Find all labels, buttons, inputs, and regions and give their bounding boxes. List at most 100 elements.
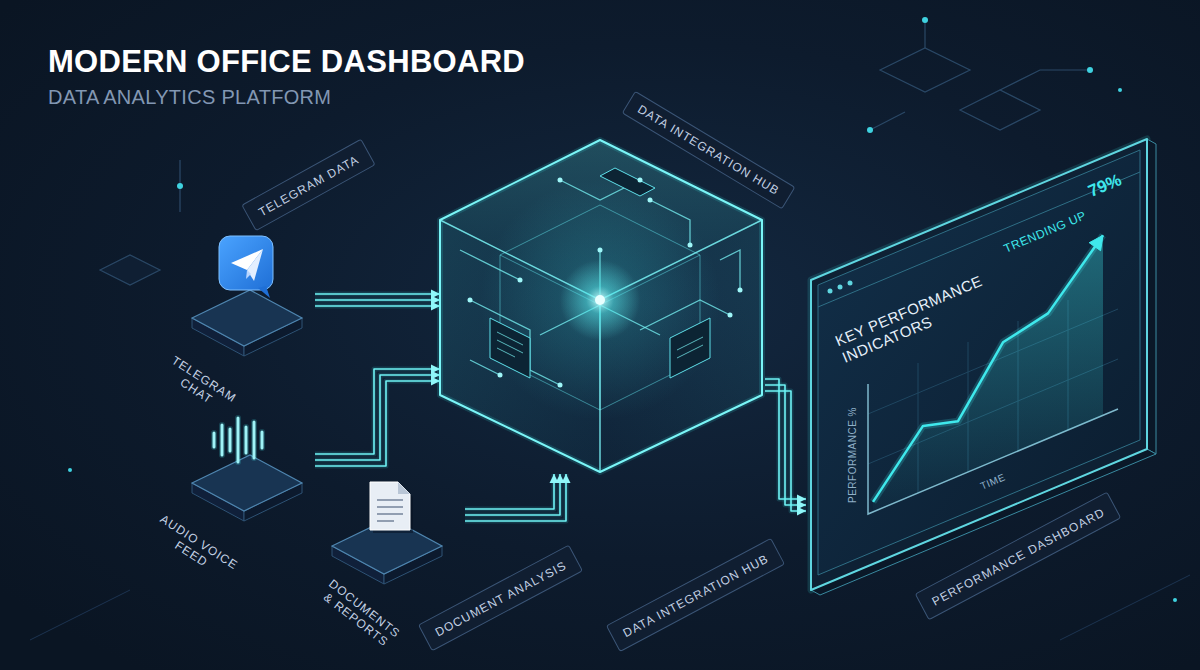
data-flow-connector (315, 290, 440, 311)
sound-wave-glow (227, 429, 233, 451)
connector-glow (765, 391, 806, 511)
monitor-depth (1147, 139, 1156, 454)
decor-dot (922, 17, 928, 23)
tag-text: TELEGRAM DATA (256, 152, 361, 219)
sound-wave-glow (235, 418, 241, 462)
connector-glow (315, 292, 440, 297)
node-label: TELEGRAM CHAT (159, 351, 242, 419)
circuit-dot (738, 288, 743, 293)
decor-dot (1173, 598, 1177, 602)
sound-wave-glow (219, 425, 225, 455)
connector-arrowhead (562, 474, 571, 483)
circuit-dot (688, 243, 693, 248)
circuit-dot (648, 198, 653, 203)
connector-arrowhead (797, 507, 806, 516)
document-line (377, 499, 403, 501)
connector-line (465, 474, 566, 521)
cube-outline-glow (440, 140, 762, 472)
cube-outline (440, 140, 762, 472)
floor-line (1060, 575, 1190, 640)
connector-line (765, 385, 806, 505)
decor-diamond (960, 90, 1040, 130)
circuit-trace (720, 250, 740, 290)
panel-line (497, 332, 523, 357)
node-label: DOCUMENTS & REPORTS (316, 575, 405, 653)
window-dot (848, 281, 853, 286)
document-fold (398, 482, 410, 494)
decor-trace (924, 20, 925, 48)
sound-wave-glow (211, 433, 217, 447)
data-flow-connector (765, 379, 806, 516)
sound-wave-bar (213, 433, 216, 447)
tag-label-box: DOCUMENT ANALYSIS (417, 545, 582, 652)
circuit-trace (460, 250, 520, 280)
core-point (595, 295, 605, 305)
integration-hub-cube: DATA INTEGRATION HUB (440, 138, 765, 474)
sound-wave-glow (251, 422, 257, 458)
connector-line (315, 305, 440, 307)
sound-wave-bar (245, 427, 248, 453)
window-dot (838, 285, 843, 290)
node-text: PERFORMANCE % (847, 407, 859, 503)
decor-dot (177, 183, 183, 189)
connector-line (315, 381, 440, 466)
connector-line (315, 375, 440, 460)
connector-glow (315, 298, 440, 303)
core-glow (560, 260, 640, 340)
window-dot (828, 289, 833, 294)
trend-line-glow (873, 235, 1103, 502)
decor-diamond (880, 48, 970, 92)
circuit-trace (470, 300, 560, 385)
decor-diamond (100, 255, 160, 285)
sound-wave-bar (221, 425, 224, 455)
decor-dot (1087, 67, 1093, 73)
tag-label-box: TELEGRAM DATA (241, 139, 375, 231)
paper-plane (247, 249, 263, 281)
connector-line (315, 299, 440, 301)
document-line (377, 506, 403, 508)
connector-line (465, 474, 554, 509)
paper-plane (246, 270, 251, 279)
connector-glow (465, 474, 566, 521)
circuit-trace (650, 200, 690, 245)
tag-text: DATA INTEGRATION HUB (620, 552, 770, 641)
audio-source: AUDIO VOICE FEED (150, 415, 315, 585)
circuit-dot (638, 178, 643, 183)
connector-line (465, 474, 560, 515)
data-flow-connector (465, 474, 571, 521)
telegram-icon (219, 236, 273, 290)
decor-trace (1000, 70, 1090, 90)
decor-dot (1118, 88, 1122, 92)
circuit-dot (518, 278, 523, 283)
sound-wave-glow (259, 432, 265, 448)
chart-area (873, 235, 1103, 512)
integration-hub-cube-art (440, 138, 765, 474)
trend-arrowhead (1089, 235, 1103, 250)
cube-panel (600, 168, 655, 196)
circuit-dot (598, 248, 603, 253)
circuit-dot (558, 383, 563, 388)
document-line (377, 513, 403, 515)
connector-glow (315, 304, 440, 309)
sound-wave-bar (237, 418, 240, 462)
circuit-dot (728, 313, 733, 318)
connector-line (315, 293, 440, 295)
trend-line (873, 235, 1103, 502)
tag-text: DOCUMENT ANALYSIS (432, 558, 568, 639)
sound-wave-glow (243, 427, 249, 453)
dashboard-monitor: KEY PERFORMANCE INDICATORS79%TRENDING UP… (806, 135, 1158, 605)
cube-panel (670, 318, 710, 378)
floor-line (30, 590, 130, 640)
platform-top (192, 455, 302, 511)
panel-line (677, 337, 703, 358)
connector-glow (315, 381, 440, 466)
connector-glow (465, 474, 560, 515)
circuit-dot (498, 373, 503, 378)
connector-glow (465, 474, 554, 509)
circuit-dot (558, 178, 563, 183)
decor-dot (867, 127, 873, 133)
chat-tail (258, 286, 270, 298)
cube-panel (490, 318, 530, 378)
circuit-decor (30, 17, 1190, 640)
sound-wave-bar (229, 429, 232, 451)
